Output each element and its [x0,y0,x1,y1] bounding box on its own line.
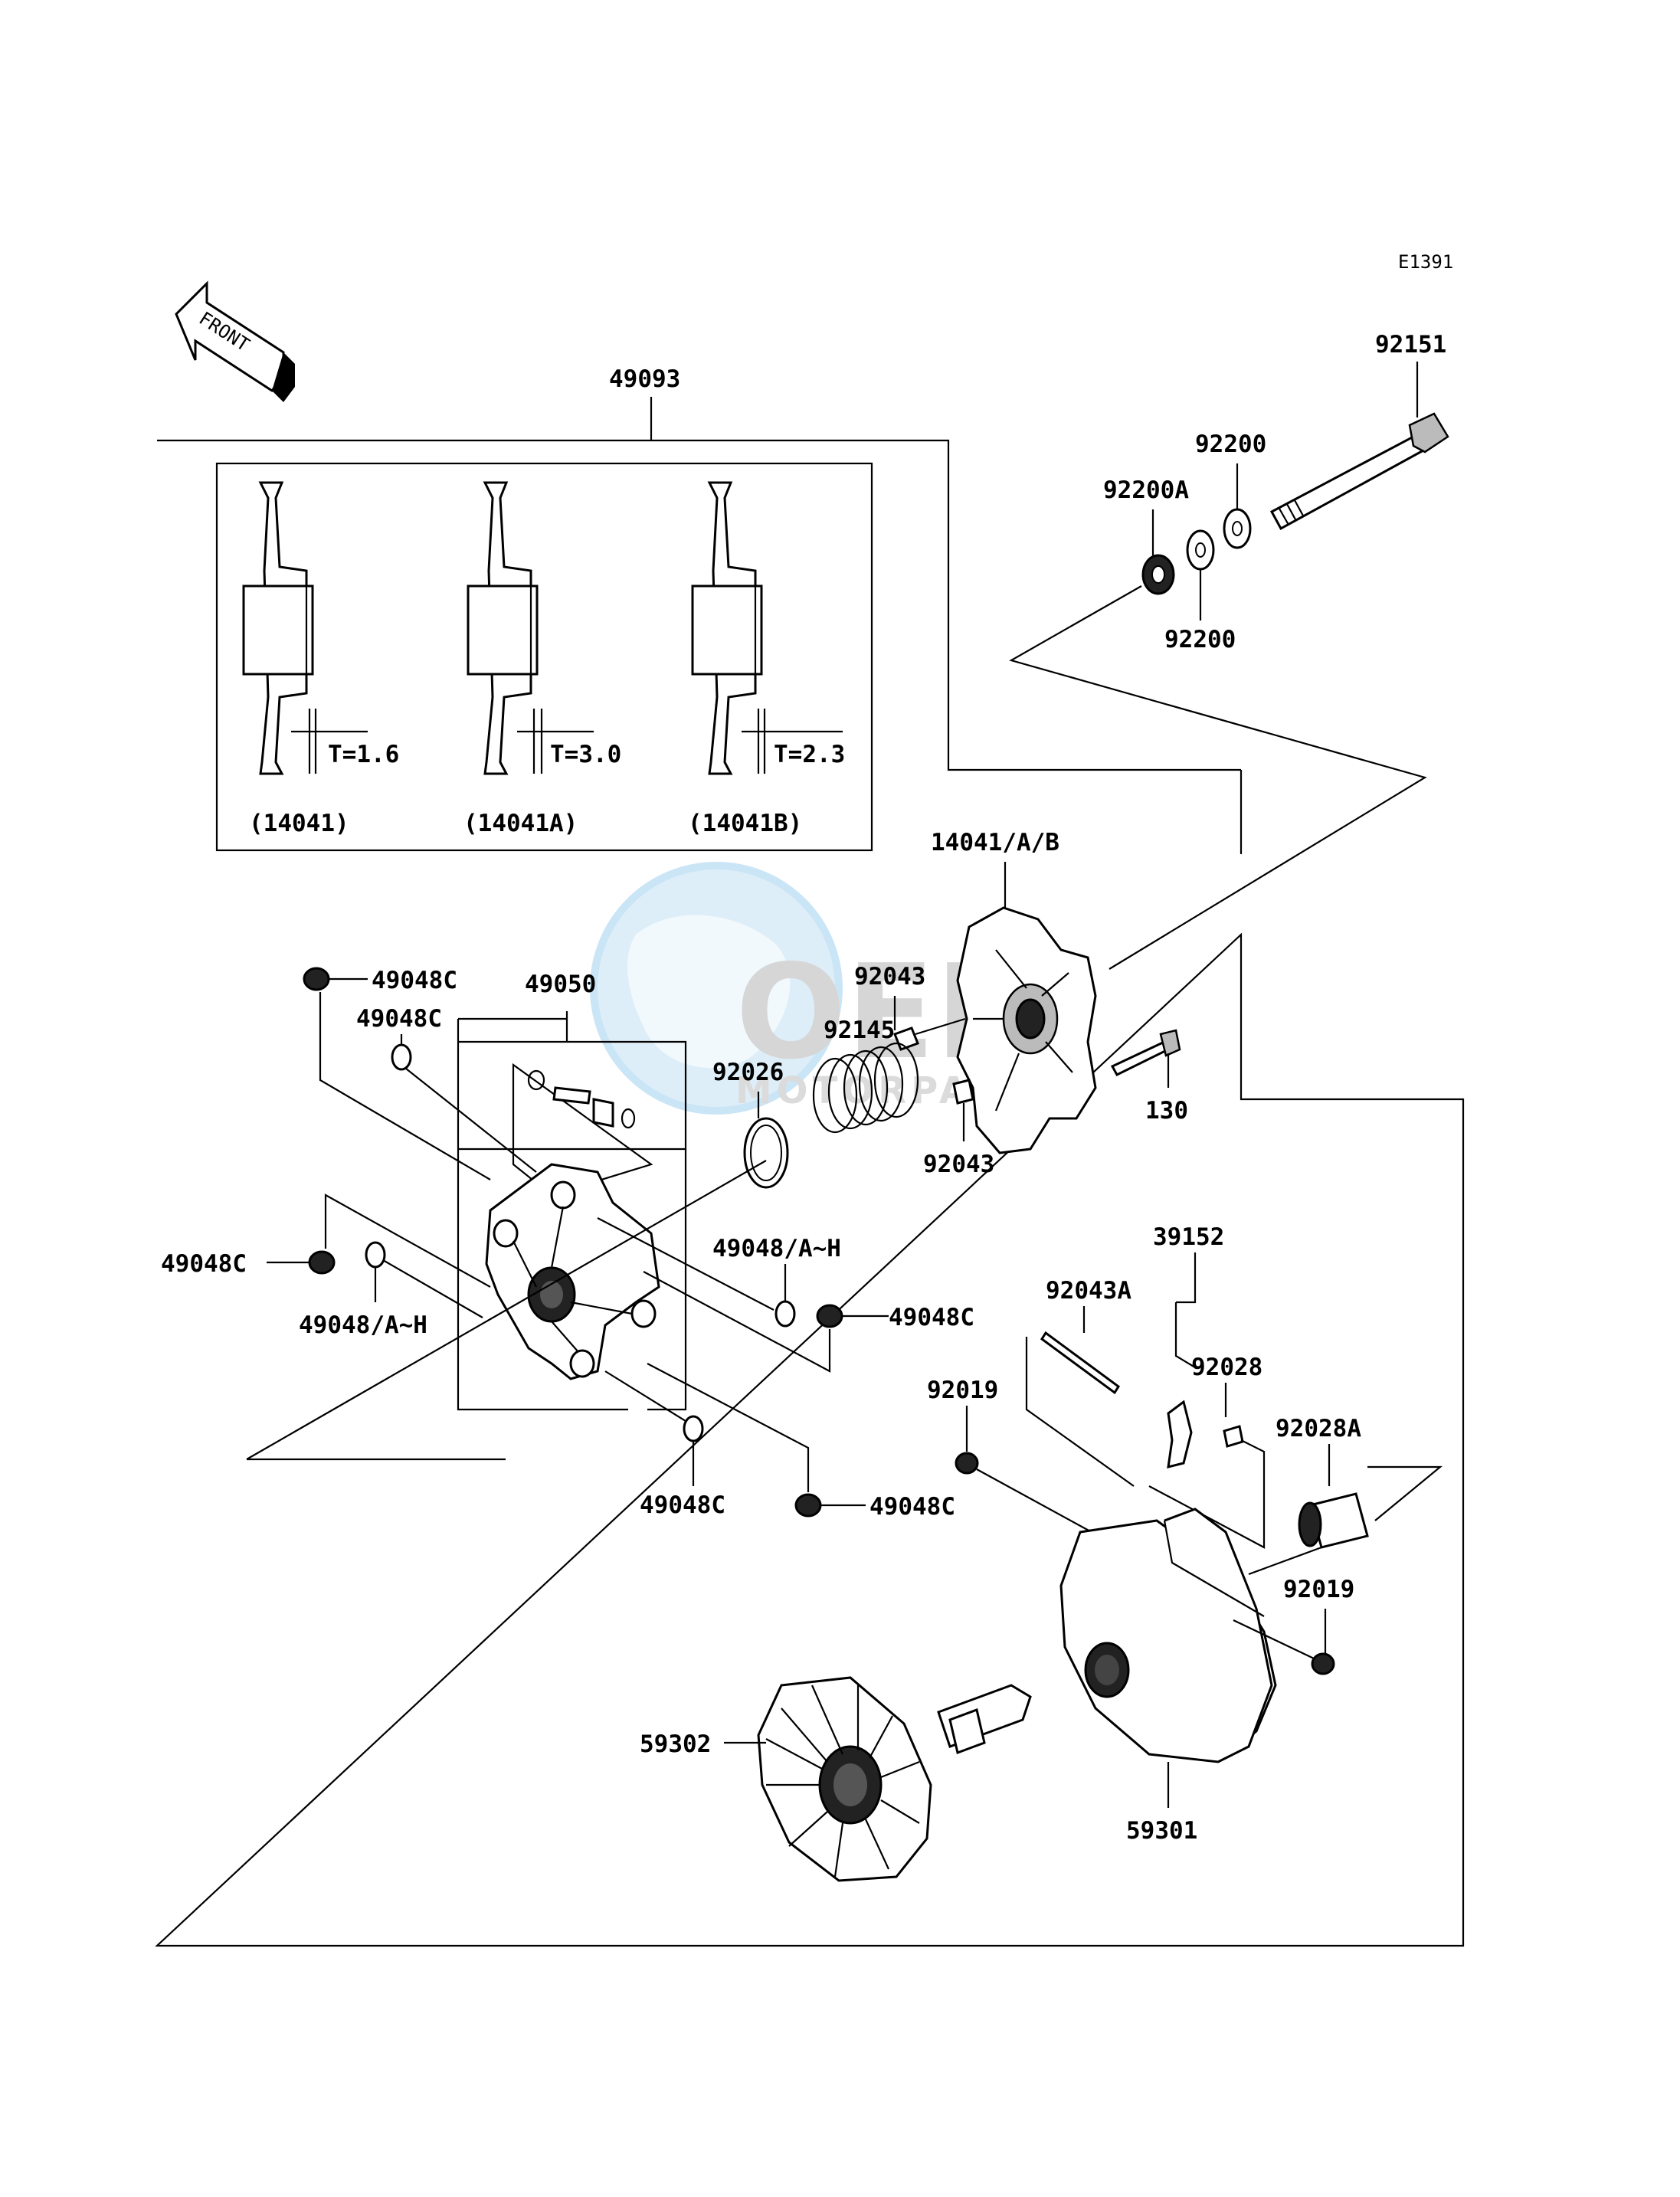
label-92200-top: 92200 [1195,431,1266,458]
sheave-59301 [1059,1508,1277,1763]
shim-profile-14041A [467,481,594,775]
shim-code-3: (14041B) [688,810,802,837]
label-92043A: 92043A [1046,1277,1131,1305]
label-92043-a: 92043 [854,963,925,990]
label-49048C-c: 49048C [161,1250,247,1278]
spring-92145 [812,1042,919,1134]
spider-cover-14041 [956,906,1097,1154]
label-49048C-e: 49048C [640,1491,725,1519]
label-59301: 59301 [1126,1817,1197,1845]
label-49048AH-b: 49048/A~H [299,1311,427,1339]
label-49048C-d: 49048C [889,1304,974,1331]
roller-group: 49048C 49048C 49048C 49048/A~H 49048/A~H… [161,967,974,1521]
label-92019-a: 92019 [927,1377,998,1404]
bolt-92151 [1269,412,1449,531]
shim-thickness-3: T=2.3 [774,741,845,768]
label-92200A: 92200A [1103,476,1189,504]
label-92028: 92028 [1191,1354,1262,1381]
label-59302: 59302 [640,1730,711,1758]
shim-thickness-1: T=1.6 [328,741,399,768]
shim-profile-14041 [242,481,368,775]
shim-code-2: (14041A) [463,810,578,837]
label-49093: 49093 [609,365,680,393]
label-92043-b: 92043 [923,1151,994,1178]
diagram-code: E1391 [1398,251,1453,273]
assembly-frame [155,439,1465,1947]
label-49048C-f: 49048C [869,1493,955,1521]
label-49048C-a: 49048C [372,967,457,994]
label-130: 130 [1145,1097,1188,1125]
shim-profile-14041B [691,481,843,775]
shim-inset: T=1.6 T=3.0 T=2.3 (14041) (14041A) (1404… [215,462,873,852]
label-92028A: 92028A [1276,1415,1361,1442]
label-49050: 49050 [525,971,596,998]
label-14041AB: 14041/A/B [931,829,1059,856]
watermark-globe-icon [590,862,843,1115]
label-39152: 39152 [1153,1223,1224,1251]
label-49048C-b: 49048C [356,1005,442,1033]
nut-92019-b [1311,1652,1335,1675]
label-49048AH-a: 49048/A~H [712,1235,841,1262]
label-92019-b: 92019 [1283,1576,1354,1603]
label-92151: 92151 [1375,331,1446,359]
label-92200-bottom: 92200 [1164,626,1236,653]
label-92145: 92145 [824,1017,895,1044]
label-92026: 92026 [712,1059,784,1086]
fan-sheave-59302 [757,1676,1032,1882]
front-arrow-icon: FRONT [175,280,295,402]
shim-code-1: (14041) [249,810,349,837]
shim-thickness-2: T=3.0 [550,741,621,768]
